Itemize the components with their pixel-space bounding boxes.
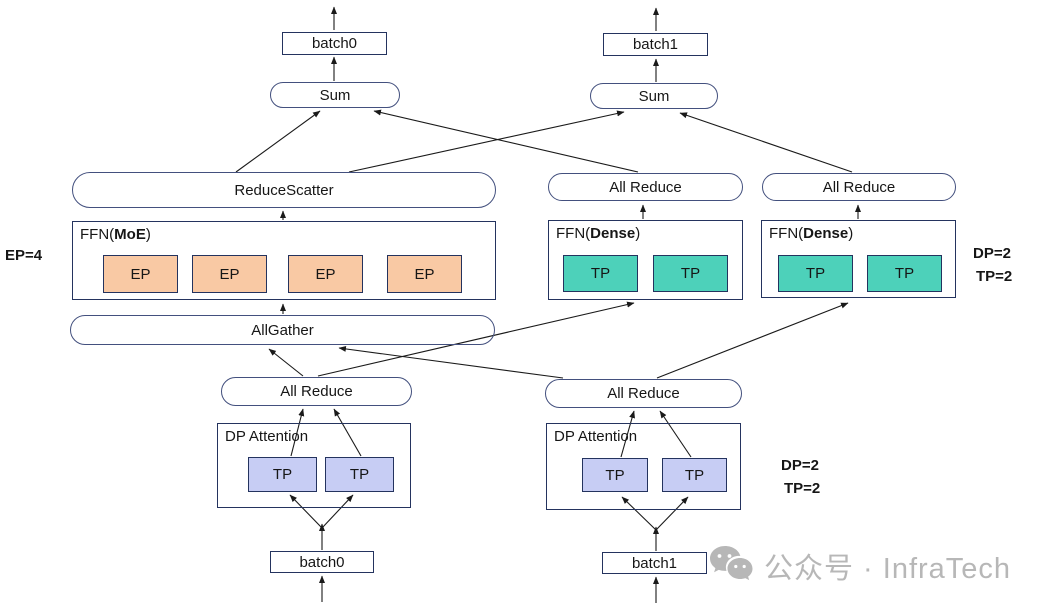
node-all-reduce-attn-right: All Reduce	[545, 379, 742, 408]
dp-attention-right-label: DP Attention	[554, 428, 638, 445]
tp-attn-unit: TP	[325, 457, 394, 492]
tp-attn-unit: TP	[662, 458, 727, 492]
node-batch1-top: batch1	[603, 33, 708, 56]
node-reduce-scatter: ReduceScatter	[72, 172, 496, 208]
ep-unit: EP	[387, 255, 462, 293]
ffn-moe-box: FFN(MoE)	[72, 221, 496, 300]
ffn-moe-label: FFN(MoE)	[80, 226, 151, 243]
annotation-tp-degree-attn: TP=2	[784, 480, 821, 497]
watermark-text: 公众号 · InfraTech	[764, 553, 1012, 585]
ep-unit: EP	[103, 255, 178, 293]
annotation-dp-degree-ffn: DP=2	[973, 245, 1011, 262]
ep-unit: EP	[192, 255, 267, 293]
arrow-tp-attn-l2-to-allreduce	[333, 408, 362, 457]
wechat-icon	[710, 546, 753, 581]
ep-unit: EP	[288, 255, 363, 293]
node-sum-right-label: Sum	[638, 87, 670, 105]
tp-attn-unit: TP	[248, 457, 317, 492]
node-batch1-top-label: batch1	[632, 36, 679, 53]
arrow-split-to-tp-attn-l2	[321, 494, 354, 529]
arrow-tp-attn-r1-to-allreduce	[620, 410, 635, 458]
node-all-reduce-attn-left-label: All Reduce	[280, 383, 353, 400]
ffn-dense-left-box: FFN(Dense)	[548, 220, 743, 300]
node-all-gather-label: AllGather	[251, 321, 314, 339]
node-batch0-bottom-label: batch0	[299, 553, 345, 571]
watermark: 公众号 · InfraTech	[708, 543, 1011, 589]
tp-dense-unit: TP	[867, 255, 942, 292]
node-sum-left: Sum	[270, 82, 400, 108]
node-batch0-top-label: batch0	[311, 35, 358, 52]
arrow-allreduce-attn-right-to-ffndense-right	[656, 302, 849, 379]
dp-attention-right-box: DP Attention	[546, 423, 741, 510]
node-all-gather: AllGather	[70, 315, 495, 345]
tp-dense-unit: TP	[563, 255, 638, 292]
arrow-split-to-tp-attn-r2	[655, 496, 689, 531]
annotation-ep-degree: EP=4	[5, 247, 43, 264]
arrow-reducescatter-to-sum-right	[348, 110, 625, 173]
annotation-dp-degree-attn: DP=2	[781, 457, 819, 474]
arrow-allreduce-dense-left-to-sum-left	[373, 109, 639, 173]
arrow-split-to-tp-attn-l1	[289, 494, 323, 529]
node-all-reduce-dense-left-label: All Reduce	[609, 178, 682, 196]
arrow-allreduce-attn-left-to-allgather	[268, 348, 304, 377]
arrow-split-to-tp-attn-r1	[621, 496, 657, 531]
dp-attention-left-label: DP Attention	[225, 428, 309, 445]
node-batch1-bottom: batch1	[602, 552, 707, 574]
arrow-allreduce-attn-right-to-allgather	[338, 345, 564, 379]
dp-attention-left-box: DP Attention	[217, 423, 411, 508]
arrow-allreduce-dense-right-to-sum-right	[679, 112, 853, 173]
node-all-reduce-dense-left: All Reduce	[548, 173, 743, 201]
node-all-reduce-attn-left: All Reduce	[221, 377, 412, 406]
node-reduce-scatter-label: ReduceScatter	[234, 181, 334, 199]
arrow-tp-attn-r2-to-allreduce	[659, 410, 692, 458]
ffn-dense-right-label: FFN(Dense)	[769, 225, 854, 242]
tp-dense-unit: TP	[653, 255, 728, 292]
node-batch0-top: batch0	[282, 32, 387, 55]
node-batch1-bottom-label: batch1	[631, 554, 678, 572]
annotation-tp-degree-ffn: TP=2	[976, 268, 1013, 285]
node-sum-left-label: Sum	[319, 86, 351, 104]
node-all-reduce-dense-right: All Reduce	[762, 173, 956, 201]
node-sum-right: Sum	[590, 83, 718, 109]
arrow-reducescatter-to-sum-left	[235, 110, 321, 173]
arrow-tp-attn-l1-to-allreduce	[290, 408, 305, 457]
node-all-reduce-dense-right-label: All Reduce	[822, 178, 896, 196]
ffn-dense-right-box: FFN(Dense)	[761, 220, 956, 298]
node-batch0-bottom: batch0	[270, 551, 374, 573]
tp-attn-unit: TP	[582, 458, 648, 492]
node-all-reduce-attn-right-label: All Reduce	[607, 385, 680, 402]
ffn-dense-left-label: FFN(Dense)	[556, 225, 641, 242]
tp-dense-unit: TP	[778, 255, 853, 292]
